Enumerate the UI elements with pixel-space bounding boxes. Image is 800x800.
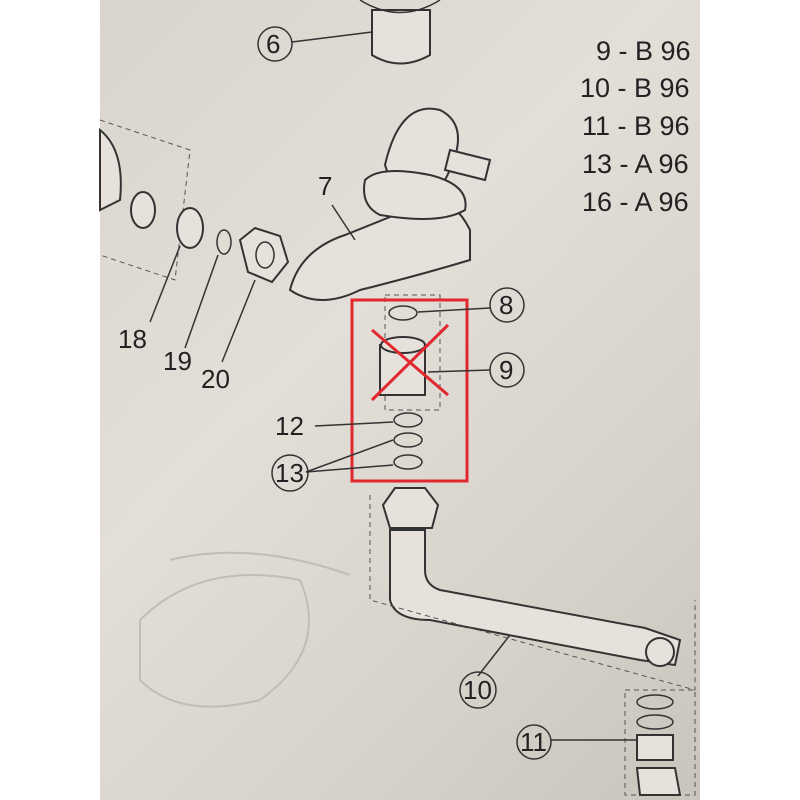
callout-9 [489,352,525,388]
part-6-cartridge [359,0,441,65]
svg-text:10: 10 [463,675,492,705]
part-7-body [288,107,492,301]
svg-text:6: 6 [266,29,280,59]
svg-text:7: 7 [318,171,332,201]
callout-20: 20 [201,364,230,394]
part-20-nut [238,226,290,284]
svg-text:13: 13 [275,458,304,488]
parts-list-item: 11 - B 96 [582,111,690,141]
parts-list-item: 16 - A 96 [582,187,689,217]
callout-11 [516,724,552,760]
callout-12: 12 [275,411,304,441]
callout-6 [257,26,293,62]
callout-18: 18 [118,324,147,354]
parts-list: 9 - B 96 10 - B 96 11 - B 96 13 - A 96 1… [580,36,691,217]
svg-text:8: 8 [499,290,513,320]
part-11-aerator [624,689,696,796]
svg-text:9: 9 [499,355,513,385]
part-10-spout [369,487,696,691]
callout-8 [489,287,525,323]
part-18 [176,207,204,249]
callout-19: 19 [163,346,192,376]
parts-list-item: 13 - A 96 [582,149,689,179]
callout-10 [459,671,497,709]
part-19 [216,229,232,255]
parts-list-item: 9 - B 96 [596,36,691,66]
callout-13 [271,454,309,492]
svg-text:11: 11 [520,727,547,757]
highlight-box [350,298,469,483]
parts-list-item: 10 - B 96 [580,73,690,103]
